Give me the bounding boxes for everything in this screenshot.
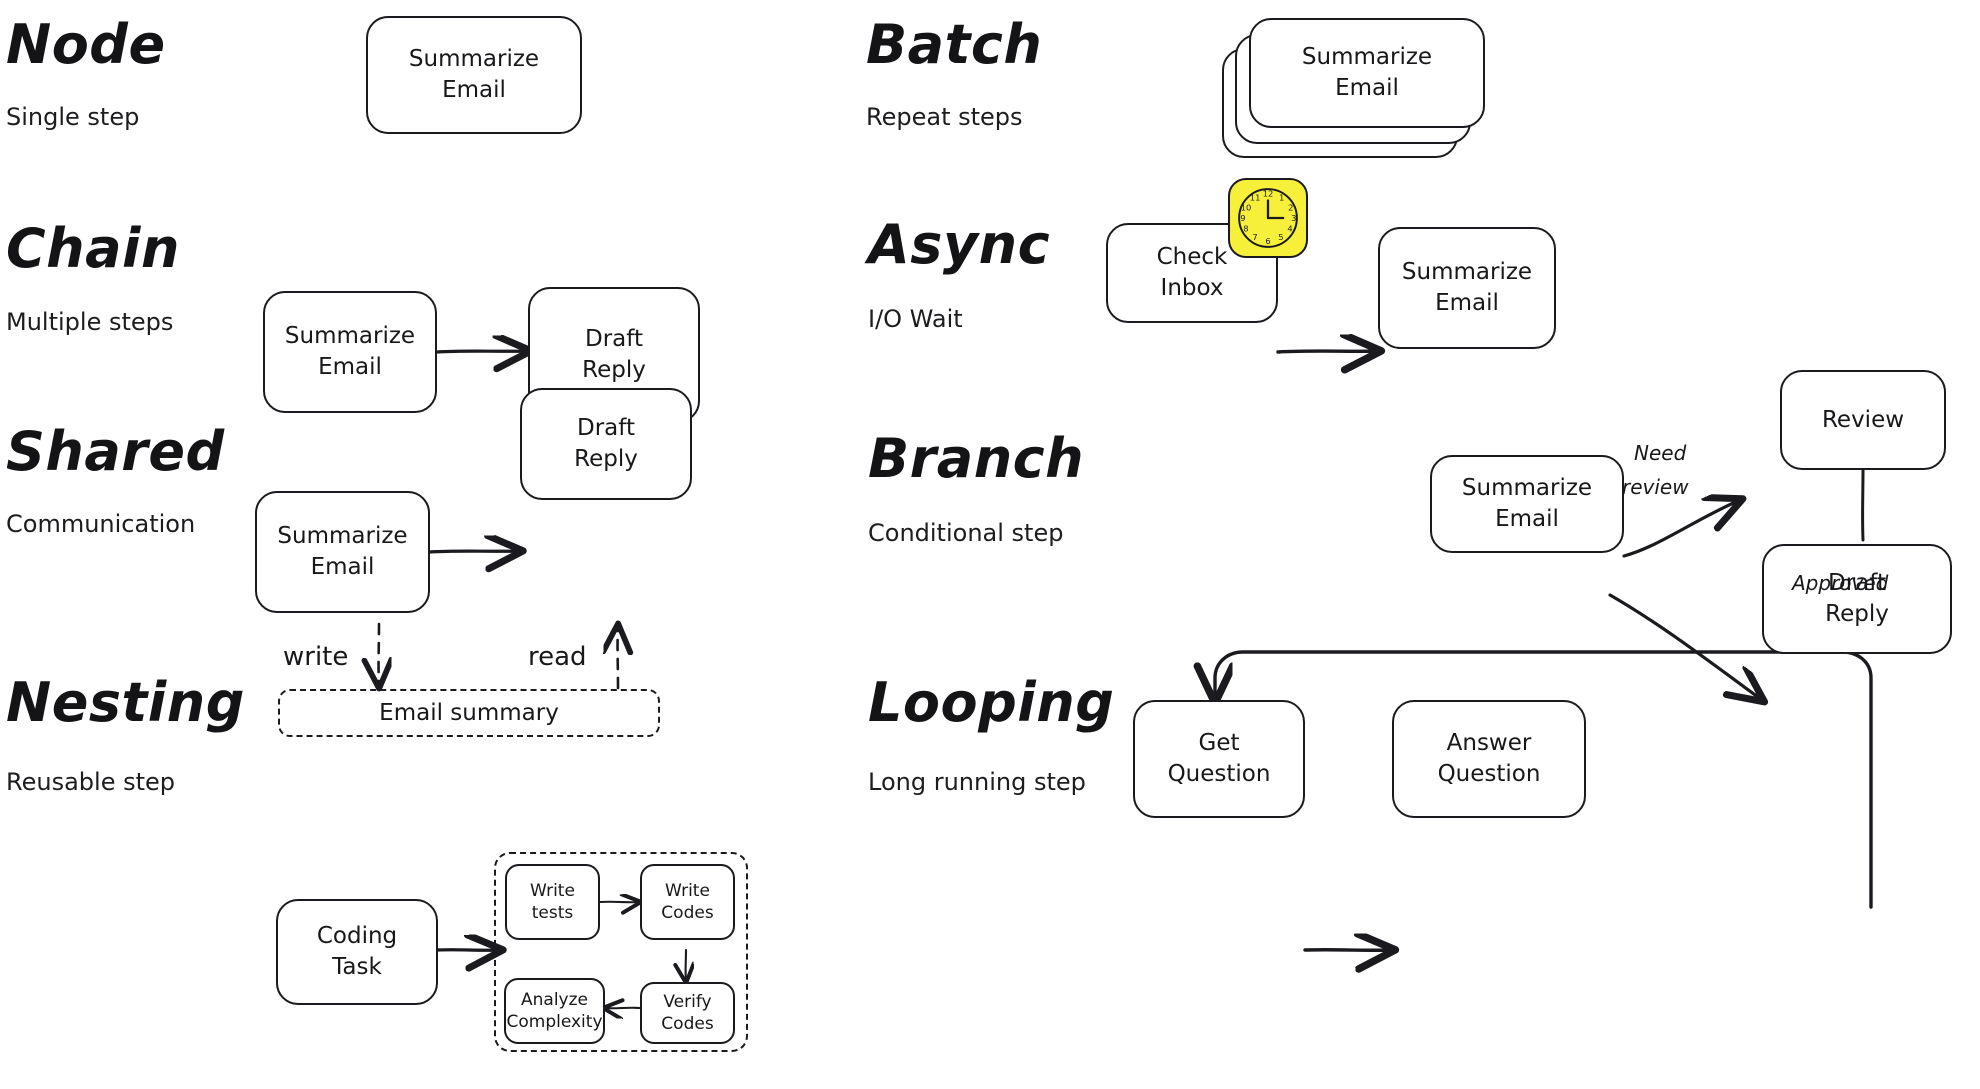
- node-summarize-email[interactable]: Summarize Email: [366, 16, 582, 134]
- chain-node-summarize-email[interactable]: Summarize Email: [263, 291, 437, 413]
- pattern-subtitle-looping: Long running step: [868, 768, 1086, 796]
- node-line: Check: [1156, 244, 1228, 271]
- svg-text:5: 5: [1278, 232, 1283, 242]
- node-line: Email: [442, 77, 506, 103]
- pattern-title-branch: Branch: [868, 427, 1085, 490]
- svg-text:7: 7: [1252, 232, 1257, 242]
- shared-node-draft-reply[interactable]: Draft Reply: [520, 388, 692, 500]
- node-line: Summarize: [1301, 44, 1433, 71]
- node-line: Summarize: [408, 46, 540, 73]
- node-line: Verify: [663, 991, 712, 1012]
- pattern-title-async: Async: [868, 213, 1051, 276]
- node-line: Write: [530, 880, 575, 901]
- looping-node-get-question[interactable]: Get Question: [1133, 700, 1305, 818]
- node-line: Question: [1167, 761, 1271, 787]
- node-line: Review: [1821, 406, 1905, 433]
- looping-node-answer-question[interactable]: Answer Question: [1392, 700, 1586, 818]
- store-label: Email summary: [379, 700, 559, 726]
- node-line: Question: [1437, 761, 1541, 787]
- node-line: Complexity: [506, 1012, 603, 1032]
- nesting-node-write-tests[interactable]: Write tests: [505, 864, 600, 940]
- node-line: tests: [531, 903, 574, 923]
- clock-face: 12 1 2 3 4 5 6 7 8 9 10 11: [1238, 188, 1298, 248]
- node-line: Summarize: [277, 523, 408, 550]
- edge-label-read: read: [528, 642, 587, 672]
- pattern-subtitle-async: I/O Wait: [868, 305, 963, 333]
- svg-text:9: 9: [1240, 213, 1245, 223]
- svg-text:12: 12: [1263, 189, 1274, 199]
- pattern-subtitle-chain: Multiple steps: [6, 308, 174, 336]
- svg-text:1: 1: [1279, 193, 1284, 203]
- node-line: Write: [665, 880, 710, 901]
- svg-text:4: 4: [1287, 224, 1292, 234]
- node-line: Email: [318, 354, 382, 380]
- edge-label-write: write: [283, 642, 349, 672]
- node-line: Summarize: [1401, 259, 1533, 286]
- pattern-subtitle-node: Single step: [6, 103, 140, 131]
- edge-branch-summarize-to-review: [1622, 500, 1740, 558]
- branch-node-summarize-email[interactable]: Summarize Email: [1430, 455, 1624, 553]
- node-line: Email: [1495, 506, 1559, 532]
- edge-shared-summarize-to-draft: [428, 551, 520, 552]
- edge-looping-get-to-answer: [1303, 950, 1392, 951]
- batch-node-summarize-email[interactable]: Summarize Email: [1249, 18, 1485, 128]
- nesting-node-coding-task[interactable]: Coding Task: [276, 899, 438, 1005]
- async-node-summarize-email[interactable]: Summarize Email: [1378, 227, 1556, 349]
- edge-async-check-to-summarize: [1276, 351, 1378, 352]
- node-line: Email: [310, 554, 375, 580]
- node-line: Task: [332, 954, 382, 980]
- node-line: Answer: [1446, 730, 1532, 757]
- pattern-subtitle-nesting: Reusable step: [6, 768, 175, 796]
- node-line: Reply: [1825, 601, 1889, 627]
- node-line: Email: [1335, 75, 1399, 101]
- edge-chain-summarize-to-draft: [435, 351, 528, 352]
- node-line: Reply: [574, 446, 638, 472]
- pattern-title-looping: Looping: [868, 671, 1115, 734]
- pattern-subtitle-batch: Repeat steps: [866, 103, 1023, 131]
- pattern-title-shared: Shared: [6, 420, 225, 483]
- nesting-node-write-codes[interactable]: Write Codes: [640, 864, 735, 940]
- pattern-subtitle-branch: Conditional step: [868, 519, 1064, 547]
- nesting-node-verify-codes[interactable]: Verify Codes: [640, 982, 735, 1044]
- edge-label-need: Need: [1634, 441, 1687, 465]
- pattern-title-chain: Chain: [6, 217, 180, 280]
- node-line: Codes: [661, 1014, 714, 1034]
- pattern-title-node: Node: [6, 13, 166, 76]
- node-line: Get: [1198, 730, 1240, 757]
- node-line: Reply: [582, 357, 646, 383]
- node-line: Summarize: [284, 323, 416, 350]
- edge-label-review: review: [1622, 475, 1689, 499]
- pattern-title-batch: Batch: [866, 13, 1043, 76]
- branch-node-review[interactable]: Review: [1780, 370, 1946, 470]
- pattern-title-nesting: Nesting: [6, 671, 245, 734]
- nesting-node-analyze-complexity[interactable]: Analyze Complexity: [504, 978, 605, 1044]
- svg-text:6: 6: [1265, 236, 1270, 246]
- node-line: Draft: [577, 415, 635, 442]
- node-line: Summarize: [1461, 475, 1593, 502]
- node-line: Draft: [1828, 570, 1886, 597]
- node-line: Draft: [585, 326, 643, 353]
- pattern-subtitle-shared: Communication: [6, 510, 196, 538]
- edge-label-approved: Approved: [1792, 571, 1889, 595]
- branch-node-draft-reply[interactable]: Draft Reply: [1762, 544, 1952, 654]
- svg-text:11: 11: [1250, 193, 1261, 203]
- edge-branch-summarize-to-draft: [1608, 593, 1762, 700]
- clock-icon: 12 1 2 3 4 5 6 7 8 9 10 11: [1228, 178, 1308, 258]
- svg-text:2: 2: [1288, 202, 1293, 212]
- edge-nesting-task-to-subflow: [436, 950, 500, 951]
- node-line: Coding: [316, 923, 398, 950]
- svg-text:10: 10: [1241, 202, 1252, 212]
- svg-text:8: 8: [1243, 224, 1248, 234]
- node-line: Email: [1435, 290, 1499, 316]
- node-line: Codes: [661, 903, 714, 923]
- svg-text:3: 3: [1291, 213, 1296, 223]
- shared-store-email-summary[interactable]: Email summary: [278, 689, 660, 737]
- shared-node-summarize-email[interactable]: Summarize Email: [255, 491, 430, 613]
- node-line: Analyze: [521, 989, 588, 1010]
- node-line: Inbox: [1160, 275, 1224, 301]
